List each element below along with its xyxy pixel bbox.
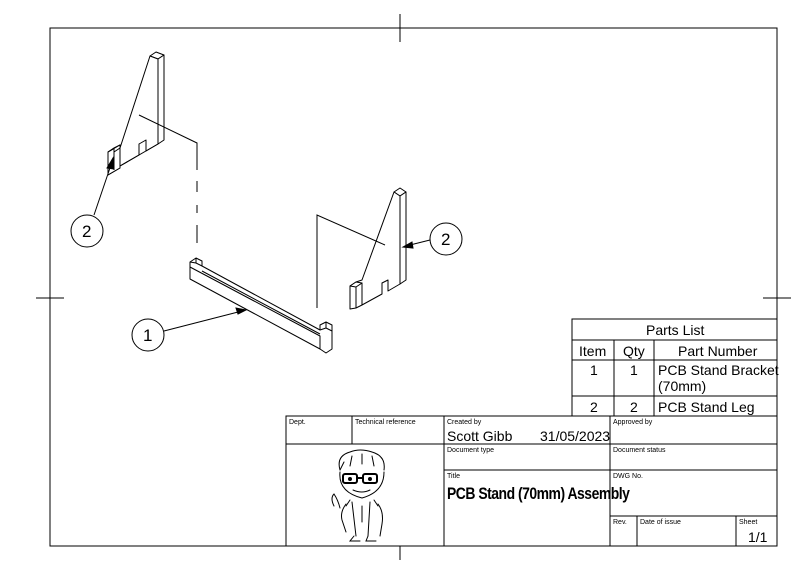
parts-list-title: Parts List <box>646 322 705 338</box>
drawing-title: PCB Stand (70mm) Assembly <box>447 484 630 503</box>
document-status-label: Document status <box>613 447 666 454</box>
parts-list-row-2-part-line1: PCB Stand Leg <box>658 399 755 415</box>
rev-label: Rev. <box>613 519 627 526</box>
dwg-no-label: DWG No. <box>613 473 643 480</box>
dept-label: Dept. <box>289 419 306 426</box>
parts-list-row-1-qty: 1 <box>630 362 638 378</box>
balloon-label-top-left: 2 <box>82 222 92 241</box>
document-type-label: Document type <box>447 447 495 454</box>
technical-reference-label: Technical reference <box>355 419 416 426</box>
leg-part-top-left <box>107 51 165 176</box>
created-date-value: 31/05/2023 <box>540 428 611 444</box>
leader-lines <box>93 156 431 332</box>
parts-list-header-qty: Qty <box>623 343 645 359</box>
parts-list-row-2-item: 2 <box>590 399 598 415</box>
parts-list-header-item: Item <box>579 343 607 359</box>
created-by-value: Scott Gibb <box>447 428 513 444</box>
balloon-label-right: 2 <box>441 230 451 249</box>
assembly-path-lines <box>138 114 386 308</box>
parts-list-table <box>571 318 778 417</box>
balloon-circle-top-left <box>70 214 104 248</box>
bracket-part <box>189 257 333 354</box>
balloon-circle-right <box>429 222 463 256</box>
author-caricature-logo <box>331 449 385 542</box>
balloon-circle-lower-left <box>131 318 165 352</box>
parts-list-row-1-item: 1 <box>590 362 598 378</box>
sheet-label: Sheet <box>739 519 758 526</box>
created-by-label: Created by <box>447 419 482 426</box>
leg-part-right <box>349 187 407 310</box>
sheet-number: 1/1 <box>748 529 768 545</box>
parts-list-row-1-part-line2: (70mm) <box>658 378 707 394</box>
parts-list-row-1-part-line1: PCB Stand Bracket <box>658 362 779 378</box>
parts-list-header-part-number: Part Number <box>678 343 758 359</box>
approved-by-label: Approved by <box>613 419 653 426</box>
balloon-label-lower-left: 1 <box>143 326 153 345</box>
parts-list-row-2-qty: 2 <box>630 399 638 415</box>
date-of-issue-label: Date of issue <box>640 519 681 526</box>
title-block <box>285 415 778 547</box>
title-label: Title <box>447 473 460 480</box>
